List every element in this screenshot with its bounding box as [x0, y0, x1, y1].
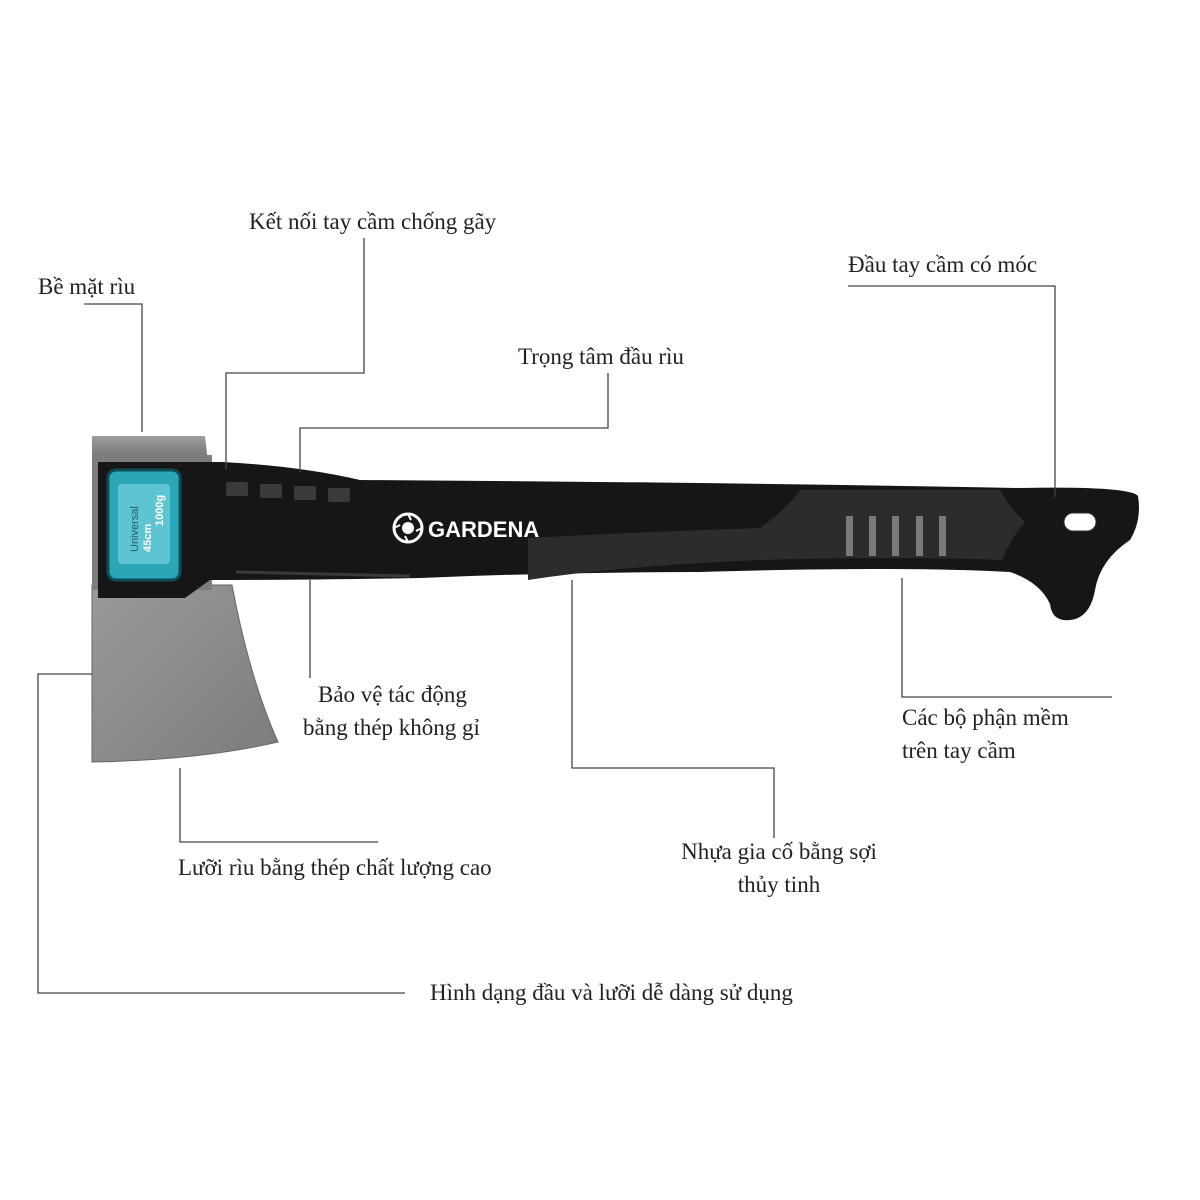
hook-hole — [1063, 512, 1097, 532]
soft-grip-insert — [528, 490, 1025, 580]
grip-slots — [846, 516, 946, 556]
sticker-line3: 1000g — [154, 495, 166, 526]
leader-bo-phan-mem — [901, 578, 1112, 698]
leader-lines — [37, 238, 1112, 994]
sticker-line2: 45cm — [142, 524, 154, 552]
sticker-inner — [118, 484, 170, 564]
leader-luoi-riu — [179, 768, 378, 843]
label-dau-tay-cam: Đầu tay cầm có móc — [848, 252, 1038, 277]
label-bo-phan-mem-line1: Các bộ phận mềm — [902, 705, 1069, 730]
label-hinh-dang: Hình dạng đầu và lưỡi dễ dàng sử dụng — [430, 980, 793, 1005]
impact-guard-ribs — [235, 570, 411, 578]
leader-hinh-dang — [37, 673, 405, 994]
leader-trong-tam — [299, 373, 609, 472]
leader-be-mat-riu — [84, 303, 143, 432]
label-nhua-line2: thủy tinh — [737, 872, 821, 897]
leader-ket-noi — [225, 238, 365, 470]
label-bo-phan-mem-line2: trên tay cầm — [902, 738, 1016, 763]
sticker-line1: Universal — [129, 506, 141, 552]
label-nhua-line1: Nhựa gia cố bằng sợi — [681, 839, 877, 864]
label-luoi-riu: Lưỡi rìu bằng thép chất lượng cao — [178, 855, 492, 880]
label-bao-ve-line2: bằng thép không gỉ — [303, 715, 480, 740]
connection-slots — [226, 482, 350, 502]
leader-dau-tay-cam — [848, 285, 1056, 497]
label-ket-noi-tay-cam: Kết nối tay cầm chống gãy — [249, 209, 497, 234]
label-be-mat-riu: Bề mặt rìu — [38, 274, 136, 299]
label-bao-ve-line1: Bảo vệ tác động — [318, 682, 467, 707]
gardena-logo-icon — [392, 512, 424, 544]
leader-nhua — [571, 580, 775, 838]
axe-blade — [91, 584, 279, 763]
brand-name: GARDENA — [428, 517, 539, 542]
label-trong-tam: Trọng tâm đầu rìu — [518, 344, 684, 369]
